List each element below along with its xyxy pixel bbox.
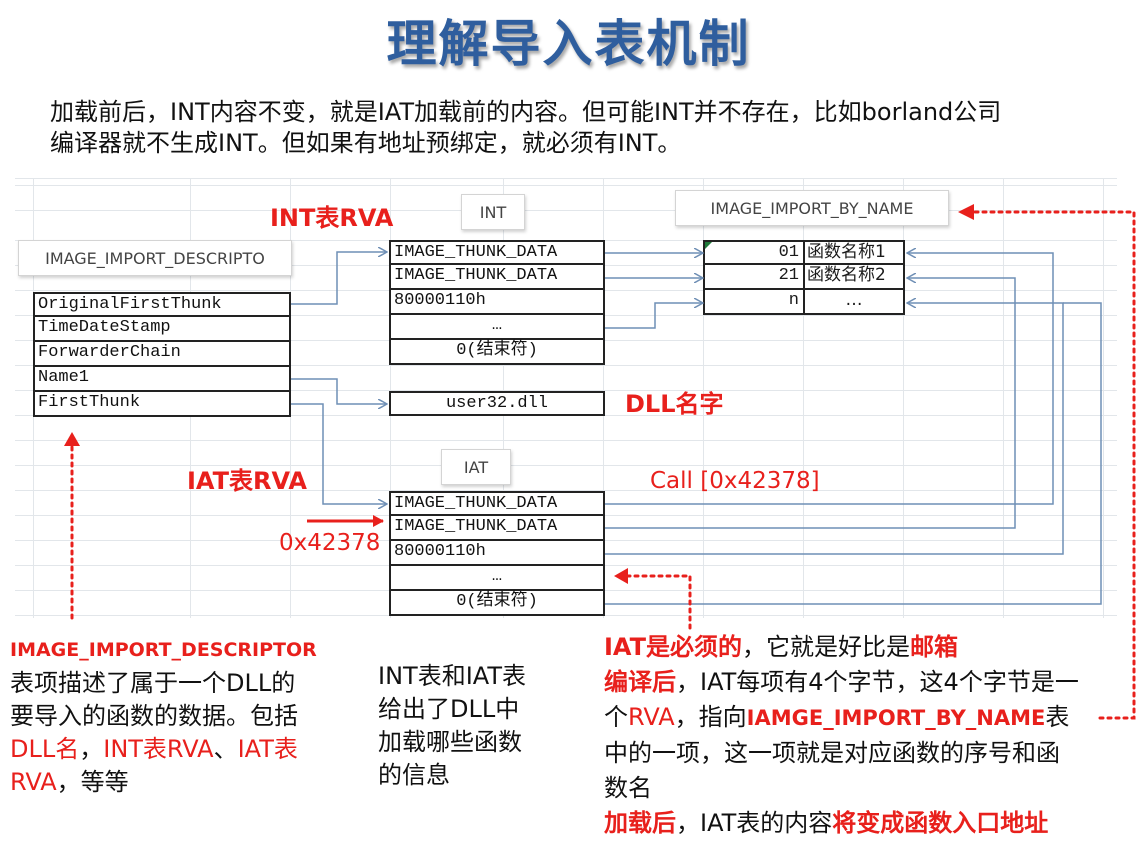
iat-note-line: 数名 [604, 774, 652, 802]
separator: 、 [213, 735, 238, 763]
descriptor-note-heading: IMAGE_IMPORT_DESCRIPTOR [10, 639, 317, 661]
by-name-name: 函数名称1 [803, 240, 905, 265]
by-name-name: … [803, 290, 905, 315]
arrow-int-to-byname [605, 303, 703, 329]
iat-row: 80000110h [389, 541, 605, 566]
iat-note-text: ，指向 [674, 703, 747, 731]
page-title: 理解导入表机制 [386, 15, 751, 73]
arrow-iat-to-byname [605, 253, 1054, 505]
int-row-terminator: 0(结束符) [389, 340, 605, 365]
iat-note-text: 个 [604, 703, 628, 731]
intro-text: 加载前后，INT内容不变，就是IAT加载前的内容。但可能INT并不存在，比如bo… [50, 97, 1110, 159]
int-row: IMAGE_THUNK_DATA [389, 265, 605, 290]
iat-row-terminator: 0(结束符) [389, 591, 605, 616]
descriptor-row-forwarder-chain: ForwarderChain [33, 342, 291, 367]
int-row: … [389, 315, 605, 340]
grid-line [15, 465, 1117, 466]
int-iat-note-line: 的信息 [378, 761, 450, 789]
by-name-tag: IMAGE_IMPORT_BY_NAME [675, 190, 949, 226]
iat-note-text: ，IAT每项有4个字节，这4个字节是一 [676, 668, 1079, 696]
arrow-iat-to-byname [605, 303, 1064, 555]
int-row: IMAGE_THUNK_DATA [389, 240, 605, 265]
int-row: 80000110h [389, 290, 605, 315]
iat-rva-highlight: IAT表 [237, 735, 298, 763]
descriptor-note-line: 表项描述了属于一个DLL的 [10, 669, 296, 697]
dll-name-cell: user32.dll [389, 391, 605, 416]
int-iat-note-line: 给出了DLL中 [378, 695, 520, 723]
iat-row: IMAGE_THUNK_DATA [389, 491, 605, 516]
grid-line [15, 210, 1117, 211]
import-table-figure: IMAGE_IMPORT_DESCRIPTO INT IAT IMAGE_IMP… [15, 178, 1117, 618]
descriptor-row-original-first-thunk: OriginalFirstThunk [33, 292, 291, 317]
by-name-hint: n [703, 290, 805, 315]
descriptor-note-line: 要导入的函数的数据。包括 [10, 702, 298, 730]
grid-line [703, 178, 704, 618]
descriptor-note-line: RVA，等等 [10, 766, 317, 799]
int-tag: INT [461, 194, 525, 230]
iat-row: IMAGE_THUNK_DATA [389, 516, 605, 541]
iat-note-text: 表 [1045, 703, 1070, 731]
iat-note-line: 个RVA，指向IAMGE_IMPORT_BY_NAME表 [604, 700, 1079, 736]
iat-note: IAT是必须的，它就是好比是邮箱 编译后，IAT每项有4个字节，这4个字节是一 … [604, 630, 1079, 841]
grid-line [15, 490, 1117, 491]
iat-note-line: 中的一项，这一项就是对应函数的序号和函 [604, 739, 1060, 767]
iat-note-line: 编译后，IAT每项有4个字节，这4个字节是一 [604, 665, 1079, 700]
dll-name-highlight: DLL名 [10, 735, 80, 763]
grid-line [15, 185, 1117, 186]
address-label: 0x42378 [279, 530, 381, 556]
descriptor-row-name1: Name1 [33, 367, 291, 392]
arrow-terminator-line [605, 302, 1102, 605]
iat-tag: IAT [441, 449, 511, 485]
iat-row: … [389, 566, 605, 591]
iat-required-highlight: IAT是必须的 [604, 633, 743, 661]
int-rva-label: INT表RVA [270, 204, 394, 232]
iat-note-line: IAT是必须的，它就是好比是邮箱 [604, 630, 1079, 665]
grid-line [15, 178, 1117, 179]
descriptor-row-first-thunk: FirstThunk [33, 392, 291, 417]
rva-highlight: RVA [10, 768, 57, 796]
grid-line [15, 390, 1117, 391]
intro-line-2: 编译器就不生成INT。但如果有地址预绑定，就必须有INT。 [50, 129, 682, 157]
descriptor-tag: IMAGE_IMPORT_DESCRIPTO [18, 240, 292, 276]
descriptor-row-time-date-stamp: TimeDateStamp [33, 317, 291, 342]
mailbox-highlight: 邮箱 [910, 633, 959, 661]
descriptor-note: IMAGE_IMPORT_DESCRIPTOR 表项描述了属于一个DLL的 要导… [10, 634, 317, 799]
by-name-name: 函数名称2 [803, 265, 905, 290]
by-name-highlight: IAMGE_IMPORT_BY_NAME [746, 706, 1046, 730]
iat-note-line: 加载后，IAT表的内容将变成函数入口地址 [604, 806, 1079, 841]
separator: ， [79, 735, 104, 763]
grid-line [15, 440, 1117, 441]
entry-address-highlight: 将变成函数入口地址 [832, 809, 1049, 837]
call-label: Call [0x42378] [650, 468, 820, 494]
arrow-name-to-dll [291, 378, 387, 404]
connector-arrows [291, 178, 1102, 605]
int-rva-highlight: INT表RVA [103, 735, 214, 763]
grid-line [803, 178, 804, 618]
cell-corner-marker [705, 242, 712, 249]
iat-rva-label: IAT表RVA [187, 467, 308, 495]
descriptor-note-line: DLL名，INT表RVA、IAT表 [10, 733, 317, 766]
int-iat-note-line: INT表和IAT表 [378, 662, 526, 690]
int-iat-note-line: 加载哪些函数 [378, 728, 522, 756]
iat-note-text: ，它就是好比是 [742, 633, 911, 661]
grid-line [903, 178, 904, 618]
iat-note-text: ，IAT表的内容 [676, 809, 833, 837]
intro-line-1: 加载前后，INT内容不变，就是IAT加载前的内容。但可能INT并不存在，比如bo… [50, 98, 1002, 126]
int-iat-note: INT表和IAT表 给出了DLL中 加载哪些函数 的信息 [378, 660, 526, 792]
after-load-highlight: 加载后 [604, 809, 676, 837]
arrow-oft-to-int [291, 252, 387, 305]
etc-text: ，等等 [56, 768, 129, 796]
dll-name-label: DLL名字 [625, 390, 724, 418]
after-compile-highlight: 编译后 [604, 668, 676, 696]
rva-highlight: RVA [628, 703, 675, 731]
arrow-ft-to-iat [291, 403, 387, 504]
grid-line [15, 365, 1117, 366]
